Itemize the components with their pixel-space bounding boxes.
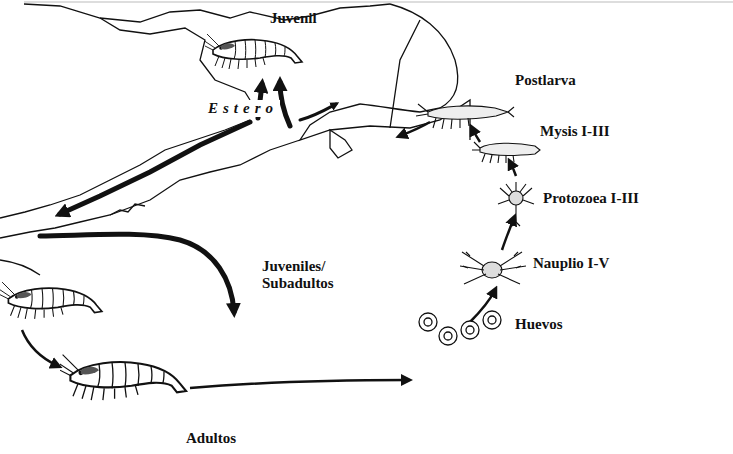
- stage-label: Adultos: [186, 430, 236, 447]
- stage-label: Juveniles/ Subadultos: [262, 258, 358, 293]
- stage-label: Juvenil: [270, 10, 317, 27]
- stage-label: Mysis I-III: [540, 123, 610, 140]
- stage-label: Protozoea I-III: [543, 190, 639, 207]
- habitat-label: Estero: [206, 100, 280, 117]
- stage-label: Huevos: [515, 316, 563, 333]
- stage-label: Nauplio I-V: [533, 255, 609, 272]
- stage-label: Postlarva: [515, 72, 576, 89]
